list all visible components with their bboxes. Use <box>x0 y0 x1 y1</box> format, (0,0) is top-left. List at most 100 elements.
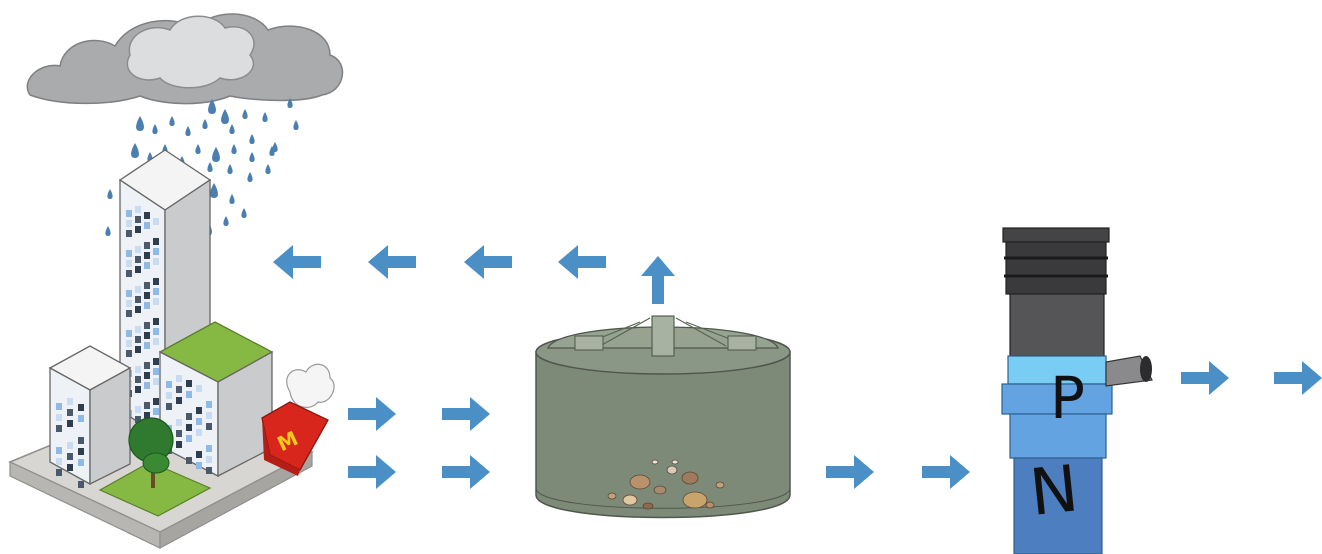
arrow-right-icon <box>348 397 396 431</box>
label-n: N <box>1026 452 1081 531</box>
stone <box>607 492 617 500</box>
window <box>56 447 62 454</box>
filter-unit-icon: P N <box>1001 227 1153 554</box>
stone <box>653 485 667 495</box>
window <box>67 453 73 460</box>
window <box>206 467 212 474</box>
window <box>135 416 141 423</box>
raindrop-icon <box>208 99 216 114</box>
window <box>135 226 141 233</box>
window <box>126 230 132 237</box>
raindrop-icon <box>229 194 235 204</box>
window <box>126 220 132 227</box>
window <box>56 414 62 421</box>
window <box>135 406 141 413</box>
window <box>166 381 172 388</box>
window <box>144 222 150 229</box>
window <box>135 296 141 303</box>
sediment-stones <box>607 459 725 510</box>
window <box>135 286 141 293</box>
window <box>176 386 182 393</box>
raindrop-icon <box>105 226 111 236</box>
window <box>166 403 172 410</box>
window <box>135 246 141 253</box>
raindrop-icon <box>185 126 191 136</box>
window <box>56 469 62 476</box>
window <box>206 456 212 463</box>
window <box>144 262 150 269</box>
window <box>176 375 182 382</box>
raindrop-icon <box>287 98 293 108</box>
arrow-left-icon <box>558 245 606 279</box>
window <box>176 419 182 426</box>
window <box>144 252 150 259</box>
window <box>153 378 159 385</box>
stone <box>681 471 699 485</box>
window <box>126 300 132 307</box>
window <box>56 425 62 432</box>
window <box>126 290 132 297</box>
window <box>196 418 202 425</box>
window <box>67 398 73 405</box>
window <box>126 340 132 347</box>
arrow-right-icon <box>442 397 490 431</box>
window <box>144 362 150 369</box>
window <box>144 402 150 409</box>
label-p: P <box>1050 364 1085 432</box>
window <box>166 392 172 399</box>
window <box>176 397 182 404</box>
window <box>144 242 150 249</box>
window <box>153 338 159 345</box>
window <box>153 408 159 415</box>
raindrop-icon <box>207 162 213 172</box>
window <box>126 260 132 267</box>
stone <box>682 491 708 509</box>
raindrop-icon <box>249 152 255 162</box>
window <box>196 407 202 414</box>
window <box>126 210 132 217</box>
window <box>186 413 192 420</box>
raindrop-icon <box>265 164 271 174</box>
window <box>67 442 73 449</box>
window <box>186 424 192 431</box>
raindrop-icon <box>249 134 255 144</box>
window <box>67 464 73 471</box>
tree-icon <box>128 417 174 488</box>
window <box>196 385 202 392</box>
window <box>135 266 141 273</box>
window <box>144 342 150 349</box>
arrow-left-icon <box>464 245 512 279</box>
window <box>176 441 182 448</box>
window <box>135 256 141 263</box>
window <box>153 358 159 365</box>
window <box>144 212 150 219</box>
window <box>153 328 159 335</box>
window <box>206 445 212 452</box>
window <box>135 206 141 213</box>
stone <box>666 465 678 475</box>
window <box>153 258 159 265</box>
window <box>206 423 212 430</box>
window <box>56 403 62 410</box>
window <box>144 282 150 289</box>
window <box>153 298 159 305</box>
window <box>144 372 150 379</box>
window <box>78 415 84 422</box>
window <box>56 458 62 465</box>
raindrop-icon <box>241 208 247 218</box>
arrow-right-icon <box>826 455 874 489</box>
window <box>144 302 150 309</box>
raindrop-icon <box>247 172 253 182</box>
window <box>78 437 84 444</box>
window <box>135 326 141 333</box>
window <box>144 322 150 329</box>
window <box>135 306 141 313</box>
stone <box>651 459 659 465</box>
window <box>126 250 132 257</box>
raindrop-icon <box>269 146 275 156</box>
window <box>153 368 159 375</box>
raindrop-icon <box>229 124 235 134</box>
stone <box>622 494 638 506</box>
stone <box>705 501 715 509</box>
raindrop-icon <box>195 144 201 154</box>
